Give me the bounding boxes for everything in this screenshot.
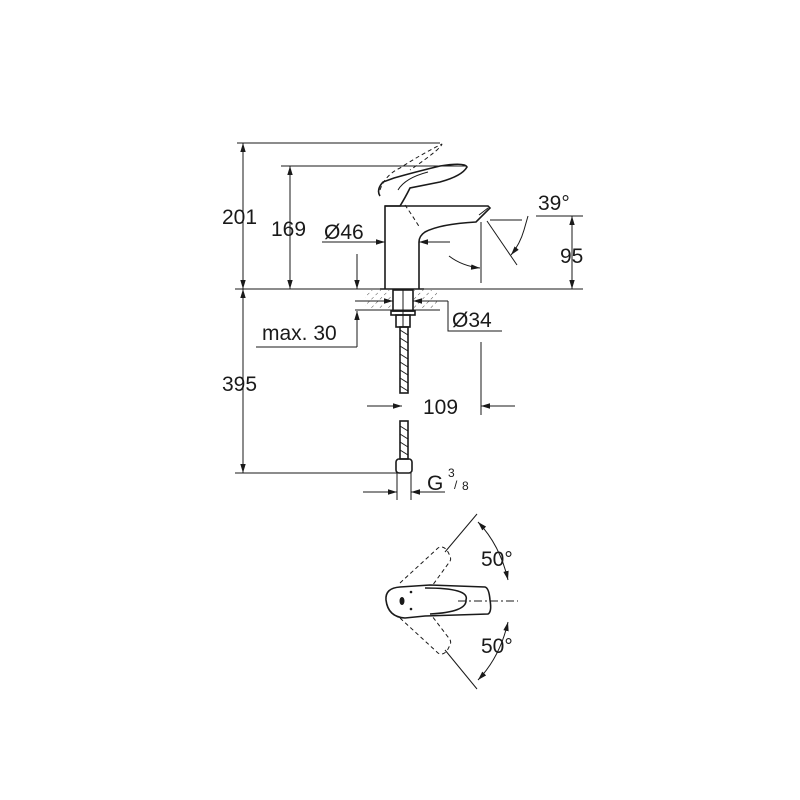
- label-thread-slash: /: [454, 478, 458, 492]
- dimension-169: 169: [271, 166, 306, 289]
- dimension-diameter-46: Ø46: [322, 221, 450, 245]
- label-95: 95: [560, 245, 583, 268]
- supply-hose: [395, 326, 413, 500]
- label-50-degrees-bottom: 50°: [481, 635, 513, 658]
- label-395: 395: [222, 373, 257, 396]
- label-thread-numerator: 3: [448, 466, 455, 480]
- dimension-95: 95: [536, 215, 583, 289]
- faucet-side-view: [377, 143, 492, 290]
- dimension-spout-angle: 39°: [448, 192, 570, 283]
- mounting-deck: [355, 289, 440, 328]
- label-46: Ø46: [324, 221, 364, 244]
- label-thread-g: G: [427, 472, 443, 495]
- dimension-201: 201: [222, 143, 257, 289]
- dimension-thread: G 3 / 8: [363, 466, 469, 495]
- label-thread-denominator: 8: [462, 479, 469, 493]
- label-109: 109: [423, 396, 458, 419]
- label-max-30: max. 30: [262, 322, 337, 345]
- label-201: 201: [222, 206, 257, 229]
- dimension-diameter-34: Ø34: [355, 298, 502, 332]
- dimension-109: 109: [367, 342, 515, 419]
- faucet-top-view: 50° 50°: [385, 513, 518, 690]
- dimension-max-30: max. 30: [256, 254, 360, 348]
- label-169: 169: [271, 218, 306, 241]
- label-34: Ø34: [452, 309, 492, 332]
- label-39-degrees: 39°: [538, 192, 570, 215]
- dimension-395: 395: [222, 289, 257, 473]
- label-50-degrees-top: 50°: [481, 548, 513, 571]
